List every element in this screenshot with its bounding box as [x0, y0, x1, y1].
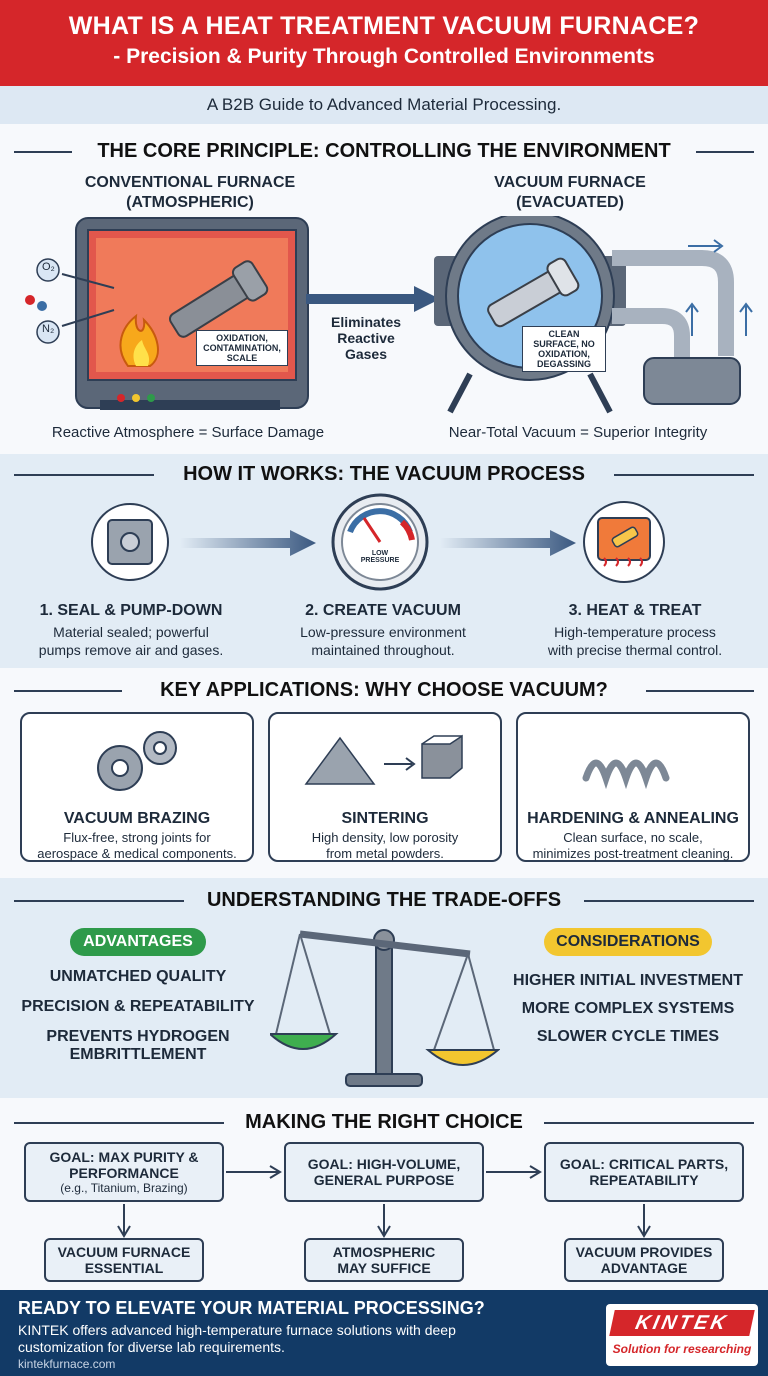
goal-2-line2: GENERAL PURPOSE	[313, 1172, 455, 1188]
oxidation-label: OXIDATION, CONTAMINATION, SCALE	[196, 330, 288, 366]
app-2-desc: High density, low porosity	[311, 830, 459, 845]
app-1-desc: Flux-free, strong joints for	[63, 830, 211, 845]
core-principle-section: THE CORE PRINCIPLE: CONTROLLING THE ENVI…	[0, 124, 768, 454]
result-3: VACUUM PROVIDES ADVANTAGE	[564, 1238, 724, 1282]
step-1-desc-2: pumps remove air and gases.	[38, 642, 224, 658]
left-caption: Reactive Atmosphere = Surface Damage	[51, 424, 325, 441]
app-3-title: HARDENING & ANNEALING	[527, 810, 739, 827]
result-2-line2: MAY SUFFICE	[337, 1260, 431, 1276]
goal-1-line1: GOAL: MAX PURITY &	[49, 1149, 199, 1165]
result-1-line1: VACUUM FURNACE	[57, 1244, 191, 1260]
arrow-label: Eliminates Reactive Gases	[330, 314, 402, 362]
consideration-1: HIGHER INITIAL INVESTMENT	[513, 972, 743, 989]
goal-1: GOAL: MAX PURITY & PERFORMANCE (e.g., Ti…	[24, 1142, 224, 1202]
step-2-title: 2. CREATE VACUUM	[305, 602, 461, 619]
vacuum-furnace-icon	[434, 216, 753, 414]
vacuum-title: VACUUM FURNACE	[494, 174, 646, 191]
card-sintering: SINTERING High density, low porosity fro…	[268, 712, 502, 862]
clean-surface-label: CLEAN SURFACE, NO OXIDATION, DEGASSING	[522, 326, 606, 372]
goal-1-line2: PERFORMANCE	[69, 1165, 179, 1181]
app-3-desc-2: minimizes post-treatment cleaning.	[532, 846, 734, 861]
balance-scale-icon	[270, 929, 500, 1087]
kintek-logo[interactable]: KINTEK Solution for researching	[606, 1304, 758, 1366]
advantage-3b: EMBRITTLEMENT	[69, 1046, 207, 1063]
app-2-desc-2: from metal powders.	[326, 846, 444, 861]
heating-chamber-icon	[583, 501, 665, 583]
right-caption: Near-Total Vacuum = Superior Integrity	[448, 424, 708, 441]
header-banner: WHAT IS A HEAT TREATMENT VACUUM FURNACE?…	[0, 0, 768, 86]
step-3-desc: High-temperature process	[554, 624, 716, 640]
consideration-3: SLOWER CYCLE TIMES	[536, 1028, 720, 1045]
vacuum-sub: (EVACUATED)	[516, 194, 624, 211]
result-2: ATMOSPHERIC MAY SUFFICE	[304, 1238, 464, 1282]
step-2-desc-2: maintained throughout.	[311, 642, 455, 658]
choice-section: MAKING THE RIGHT CHOICE GOAL: MAX PURITY…	[0, 1098, 768, 1290]
goal-2-line1: GOAL: HIGH-VOLUME,	[307, 1156, 461, 1172]
card-vacuum-brazing: VACUUM BRAZING Flux-free, strong joints …	[20, 712, 254, 862]
spring-icon	[582, 759, 670, 790]
kintek-logo-text: KINTEK	[609, 1310, 755, 1336]
step-3-title: 3. HEAT & TREAT	[568, 602, 702, 619]
app-2-title: SINTERING	[341, 810, 429, 827]
consideration-2: MORE COMPLEX SYSTEMS	[521, 1000, 735, 1017]
n2-label: N₂	[42, 323, 55, 335]
result-1: VACUUM FURNACE ESSENTIAL	[44, 1238, 204, 1282]
advantage-3: PREVENTS HYDROGEN	[46, 1028, 230, 1045]
process-section: HOW IT WORKS: THE VACUUM PROCESS LOW PRE…	[0, 454, 768, 668]
conventional-sub: (ATMOSPHERIC)	[126, 194, 254, 211]
goal-3-line1: GOAL: CRITICAL PARTS,	[559, 1156, 729, 1172]
safe-lock-icon	[91, 503, 169, 581]
conventional-furnace-icon	[25, 217, 309, 410]
result-3-line2: ADVANTAGE	[600, 1260, 688, 1276]
main-title: WHAT IS A HEAT TREATMENT VACUUM FURNACE?	[68, 12, 700, 40]
step-2-desc: Low-pressure environment	[300, 624, 466, 640]
process-arrow-1	[180, 530, 316, 556]
result-3-line1: VACUUM PROVIDES	[575, 1244, 713, 1260]
considerations-badge: CONSIDERATIONS	[544, 928, 712, 956]
card-hardening: HARDENING & ANNEALING Clean surface, no …	[516, 712, 750, 862]
tradeoffs-section: UNDERSTANDING THE TRADE-OFFS ADVANTAGES …	[0, 878, 768, 1098]
advantage-2: PRECISION & REPEATABILITY	[21, 998, 255, 1015]
conventional-title: CONVENTIONAL FURNACE	[84, 174, 296, 191]
footer-headline: READY TO ELEVATE YOUR MATERIAL PROCESSIN…	[18, 1298, 485, 1318]
core-principle-title: THE CORE PRINCIPLE: CONTROLLING THE ENVI…	[97, 140, 671, 162]
footer-url[interactable]: kintekfurnace.com	[18, 1357, 116, 1371]
footer-banner: READY TO ELEVATE YOUR MATERIAL PROCESSIN…	[0, 1290, 768, 1376]
goal-3-line2: REPEATABILITY	[589, 1172, 699, 1188]
gears-icon	[97, 731, 177, 791]
choice-title: MAKING THE RIGHT CHOICE	[245, 1111, 523, 1133]
arrow-right-icon	[306, 286, 440, 312]
footer-line2: customization for diverse lab requiremen…	[18, 1339, 285, 1355]
process-arrow-2	[440, 530, 576, 556]
result-2-line1: ATMOSPHERIC	[332, 1244, 436, 1260]
process-title: HOW IT WORKS: THE VACUUM PROCESS	[183, 463, 585, 485]
footer-line1: KINTEK offers advanced high-temperature …	[18, 1322, 456, 1338]
tradeoffs-title: UNDERSTANDING THE TRADE-OFFS	[206, 889, 562, 911]
kintek-tagline: Solution for researching	[612, 1342, 752, 1356]
goal-1-line3: (e.g., Titanium, Brazing)	[60, 1181, 188, 1195]
app-1-title: VACUUM BRAZING	[63, 810, 211, 827]
advantages-badge: ADVANTAGES	[70, 928, 206, 956]
pressure-gauge-icon	[331, 493, 429, 591]
o2-label: O₂	[42, 261, 55, 273]
goal-3: GOAL: CRITICAL PARTS, REPEATABILITY	[544, 1142, 744, 1202]
powder-to-block-icon	[304, 734, 463, 785]
step-1-desc: Material sealed; powerful	[53, 624, 209, 640]
step-1-title: 1. SEAL & PUMP-DOWN	[39, 602, 223, 619]
app-1-desc-2: aerospace & medical components.	[37, 846, 237, 861]
applications-section: KEY APPLICATIONS: WHY CHOOSE VACUUM? VAC…	[0, 668, 768, 878]
step-3-desc-2: with precise thermal control.	[547, 642, 723, 658]
applications-title: KEY APPLICATIONS: WHY CHOOSE VACUUM?	[160, 679, 608, 701]
guide-subtitle: A B2B Guide to Advanced Material Process…	[0, 86, 768, 124]
app-3-desc: Clean surface, no scale,	[563, 830, 703, 845]
choice-arrows	[117, 1165, 651, 1238]
gauge-label: LOW PRESSURE	[360, 550, 400, 564]
goal-2: GOAL: HIGH-VOLUME, GENERAL PURPOSE	[284, 1142, 484, 1202]
advantage-1: UNMATCHED QUALITY	[49, 968, 227, 985]
main-subtitle: - Precision & Purity Through Controlled …	[113, 45, 655, 68]
result-1-line2: ESSENTIAL	[84, 1260, 164, 1276]
